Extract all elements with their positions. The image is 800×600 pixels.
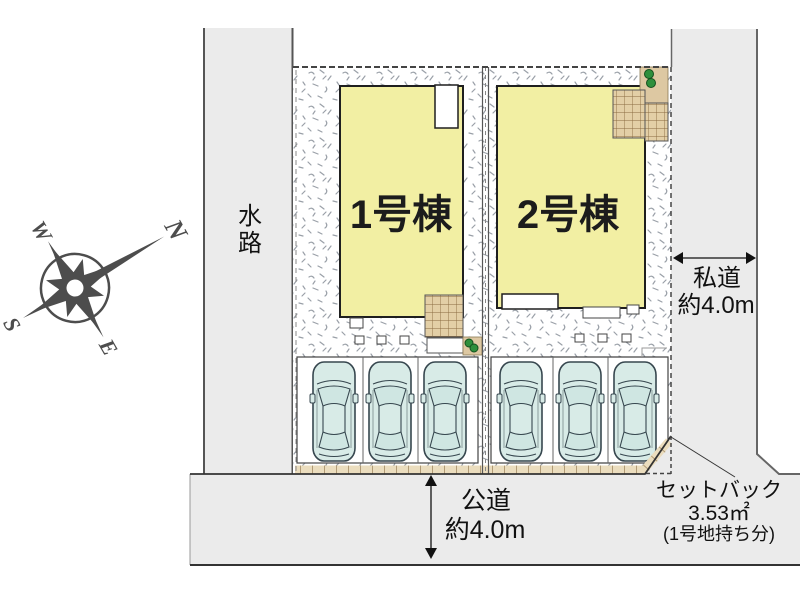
public-road-label: 公道	[461, 487, 511, 515]
utility-boxes	[349, 304, 640, 345]
car-icon	[365, 361, 415, 462]
compass-e-label: E	[94, 334, 123, 360]
private-road-width: 約4.0m	[677, 292, 754, 319]
bush-icon	[644, 69, 654, 79]
lot1-porch	[426, 337, 464, 354]
public-road-dimension-arrow	[425, 475, 437, 559]
lot2-terrace-tiles	[644, 102, 669, 142]
private-road-label: 私道	[693, 265, 741, 292]
setback-note: (1号地持ち分)	[663, 524, 775, 544]
plot-boundary	[190, 66, 672, 475]
compass-w-label: W	[26, 216, 58, 247]
car-icon	[420, 361, 470, 462]
car-icon	[496, 361, 546, 462]
car-icon	[610, 361, 660, 462]
bush-icon	[469, 343, 479, 353]
compass-s-label: S	[0, 313, 26, 336]
lot2-terrace-tiles	[612, 89, 646, 139]
setback-leader-line	[670, 436, 736, 478]
lot-boundary-line	[481, 67, 490, 474]
building-1-label: 1号棟	[350, 193, 453, 237]
private-road-dimension-arrow	[673, 252, 756, 264]
waterway-strip	[204, 28, 293, 474]
compass-n-label: N	[158, 214, 194, 247]
lot1-terrace-tiles	[424, 294, 464, 338]
setback-label: セットバック	[656, 479, 782, 502]
compass-rose-icon: N E S W	[0, 214, 194, 360]
bush-icon	[646, 78, 656, 88]
car-icon	[555, 361, 605, 462]
waterway-label: 水路	[238, 203, 262, 257]
setback-area: 3.53㎡	[688, 501, 750, 525]
public-road-width: 約4.0m	[445, 516, 526, 544]
building-2-label: 2号棟	[517, 193, 620, 237]
building-1-notch	[434, 84, 459, 129]
car-icon	[309, 361, 359, 462]
road-area	[190, 29, 800, 565]
building-2-notch	[501, 293, 559, 310]
